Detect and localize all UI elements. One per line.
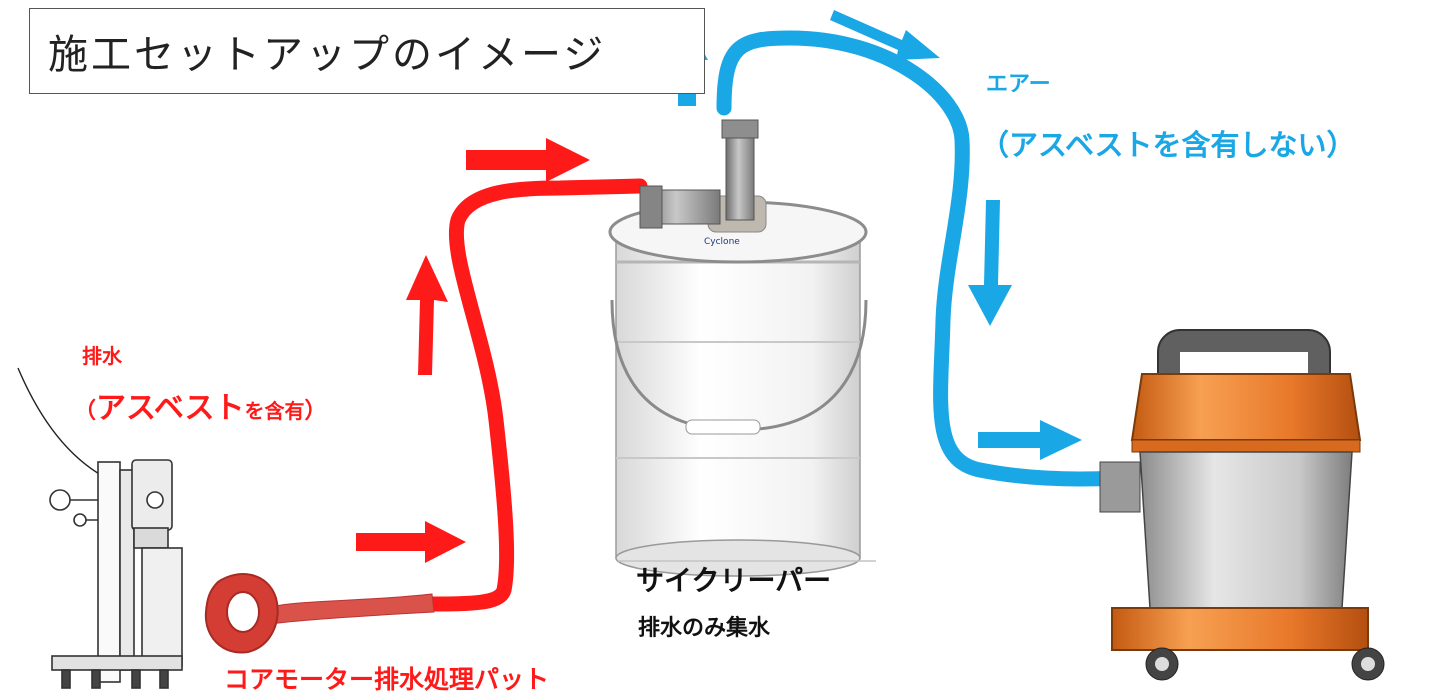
bucket-brand-label: Cyclone — [704, 237, 740, 247]
cyclone-name-label: サイクリーパー — [636, 564, 832, 597]
contains-text: を含有 — [244, 399, 305, 423]
air-hose — [716, 30, 1126, 487]
drain-pad-label: コアモーター排水処理パット — [224, 665, 550, 694]
vacuum-cleaner-icon — [1099, 329, 1385, 681]
red-arrow-icon — [356, 138, 590, 563]
page-title: 施工セットアップのイメージ — [48, 32, 607, 78]
cyclone-sub-label: 排水のみ集水 — [638, 616, 771, 641]
asbestos-text: アスベスト — [96, 391, 245, 426]
drain-label: 排水 — [82, 344, 122, 368]
open-paren: （ — [74, 399, 97, 424]
close-paren: ） — [304, 399, 327, 424]
drain-pad-icon — [204, 573, 435, 654]
air-label: エアー — [986, 72, 1051, 97]
cyclone-bucket-icon: Cyclone — [608, 119, 868, 577]
drain-hose — [422, 178, 648, 612]
core-drill-icon — [17, 367, 183, 689]
title-box — [29, 8, 705, 94]
drain-asbestos-label: （アスベストを含有） — [74, 394, 327, 424]
air-no-asbestos-label: （アスベストを含有しない） — [980, 128, 1356, 162]
